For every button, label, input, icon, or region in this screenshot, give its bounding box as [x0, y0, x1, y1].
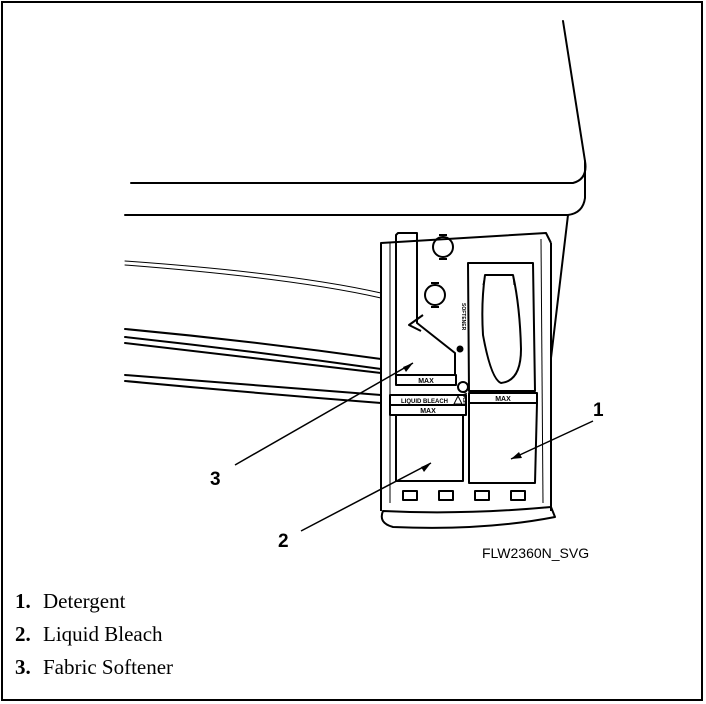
- leader-line-1: [510, 420, 594, 460]
- max-label-softener: MAX: [418, 378, 434, 385]
- legend-number: 1.: [15, 589, 31, 613]
- washer-dispenser-illustration: MAX MAX LIQUID BLEACH MAX SOFTENER WASH: [124, 20, 594, 532]
- softener-vertical-label: SOFTENER: [460, 303, 466, 331]
- dispenser-drawer: [380, 232, 556, 529]
- legend-list: 1. Detergent 2. Liquid Bleach 3. Fabric Sof…: [15, 585, 173, 684]
- legend-item: 1. Detergent: [15, 585, 173, 618]
- arrowhead-3: [403, 363, 413, 372]
- arrowhead-2: [421, 463, 431, 472]
- figure-id-label: FLW2360N_SVG: [482, 545, 590, 561]
- max-label-bleach: MAX: [420, 408, 436, 415]
- arrowhead-1: [511, 452, 522, 459]
- callout-3: 3: [210, 469, 221, 490]
- callout-2: 2: [278, 531, 289, 552]
- wash-vertical-label: WASH: [461, 391, 467, 406]
- leader-line-3: [234, 362, 414, 466]
- legend-number: 3.: [15, 655, 31, 679]
- legend-number: 2.: [15, 622, 31, 646]
- leader-line-2: [300, 462, 432, 532]
- legend-label: Liquid Bleach: [43, 622, 163, 646]
- legend-label: Detergent: [43, 589, 126, 613]
- liquid-bleach-label: LIQUID BLEACH: [401, 399, 448, 405]
- callout-1: 1: [593, 400, 604, 421]
- max-label-detergent: MAX: [495, 396, 511, 403]
- legend-item: 2. Liquid Bleach: [15, 618, 173, 651]
- legend-item: 3. Fabric Softener: [15, 651, 173, 684]
- legend-label: Fabric Softener: [43, 655, 174, 679]
- warning-triangle-icon: [453, 394, 463, 405]
